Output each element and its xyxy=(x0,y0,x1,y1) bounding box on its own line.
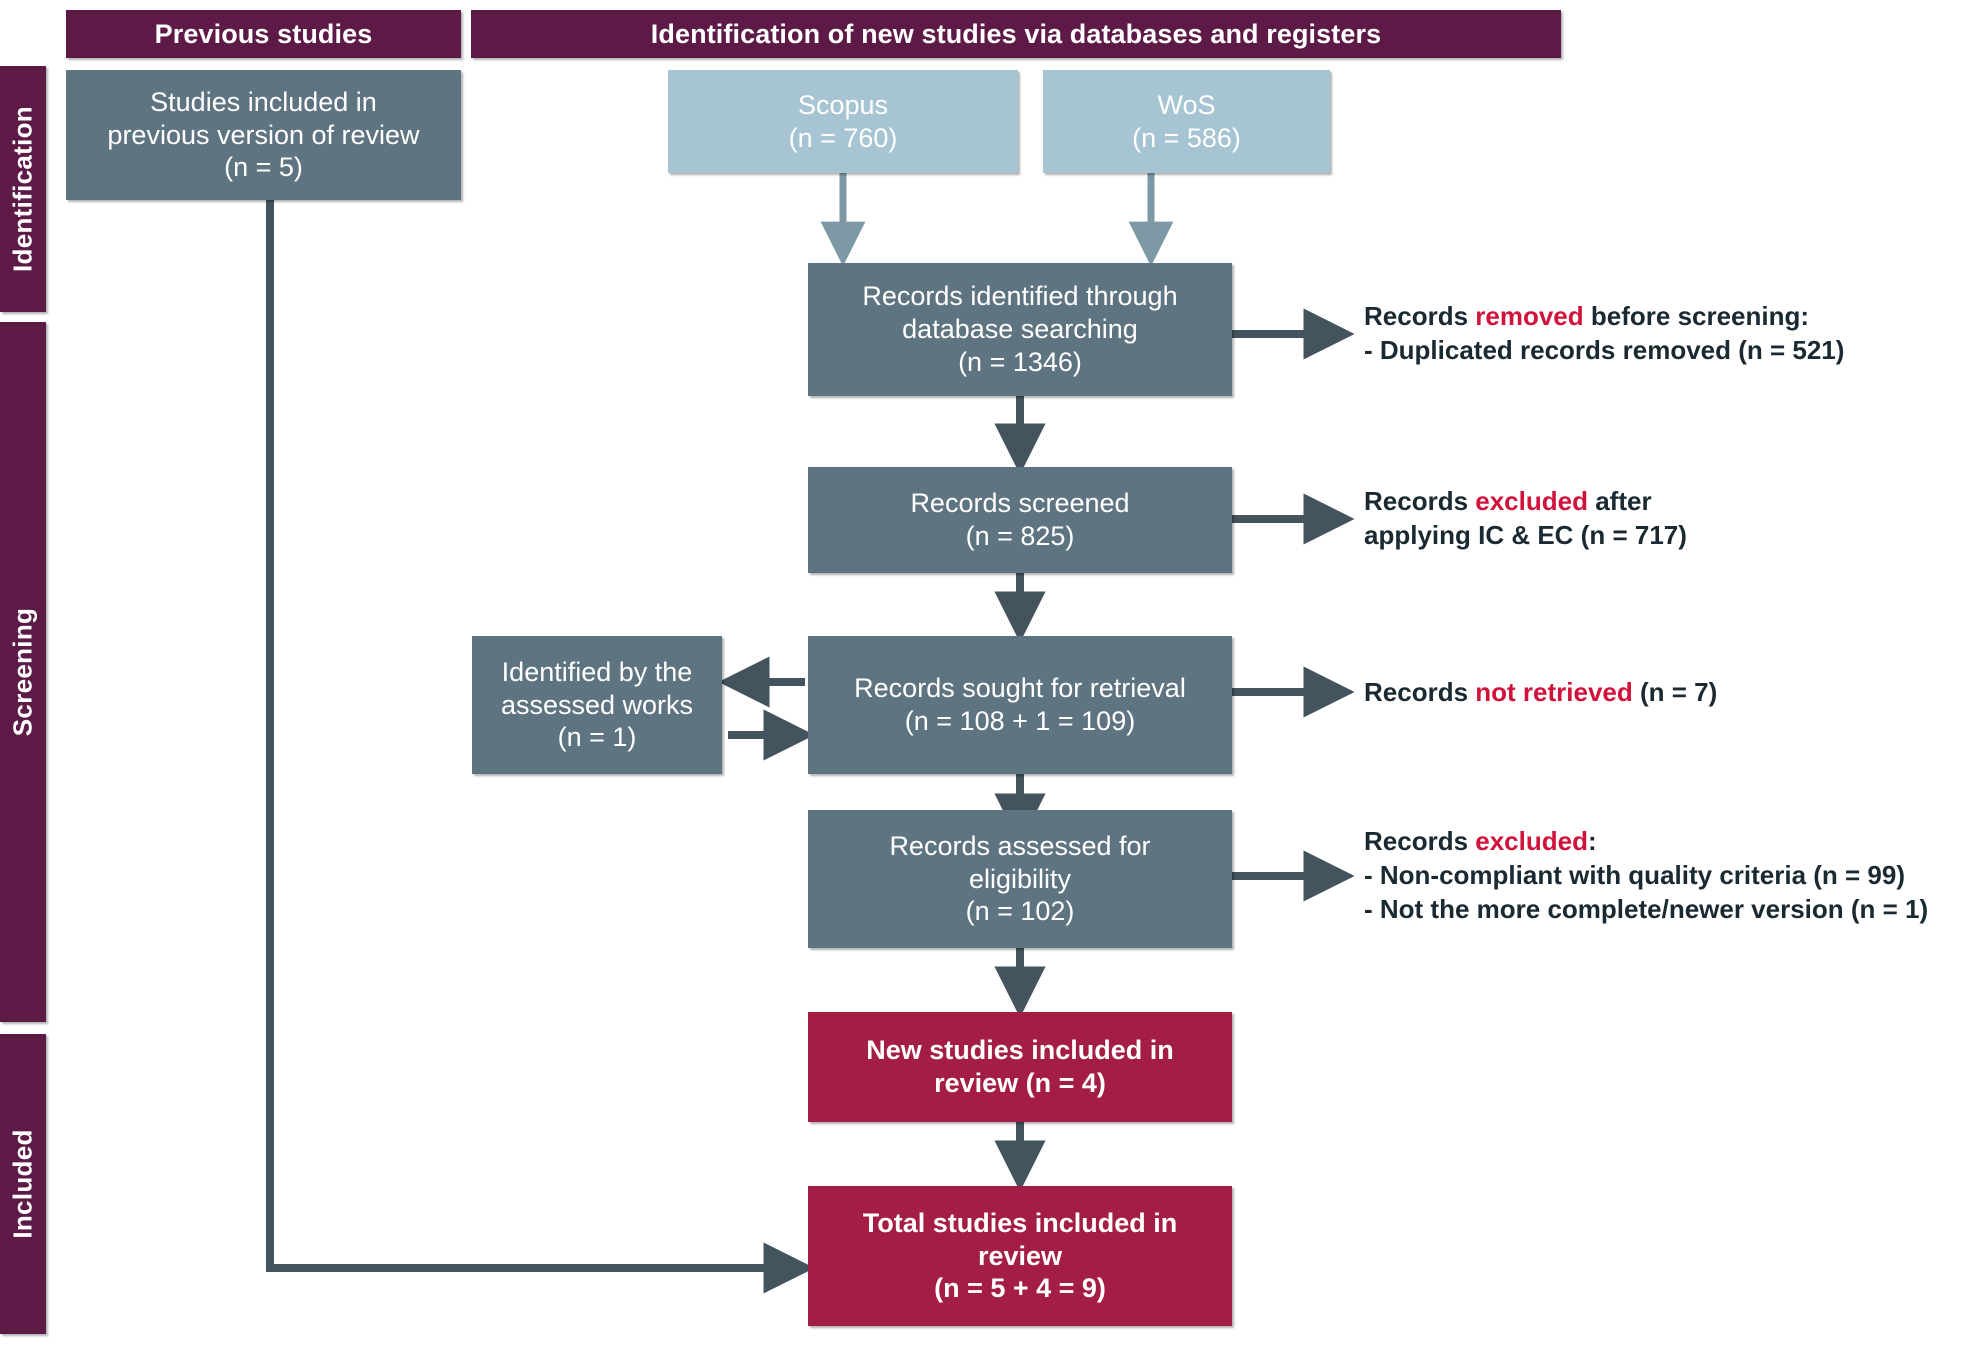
phase-band-identification-label: Identification xyxy=(7,106,38,272)
box-scopus: Scopus (n = 760) xyxy=(668,70,1018,173)
note-not-retrieved-highlight: not retrieved xyxy=(1475,677,1633,707)
box-total-studies-included: Total studies included in review (n = 5 … xyxy=(808,1186,1232,1326)
box-identified-by-assessed-works: Identified by the assessed works (n = 1) xyxy=(472,636,722,774)
note-excluded-elig-highlight: excluded xyxy=(1475,826,1588,856)
box-wos: WoS (n = 586) xyxy=(1043,70,1330,173)
box-records-identified: Records identified through database sear… xyxy=(808,263,1232,396)
note-excluded-elig-line1-post: : xyxy=(1587,826,1597,856)
note-removed-line1-post: before screening: xyxy=(1583,301,1810,331)
note-excluded-icec-line1-post: after xyxy=(1587,486,1652,516)
phase-band-included-label: Included xyxy=(7,1129,38,1239)
note-excluded-elig-line3: - Not the more complete/newer version (n… xyxy=(1364,893,1929,924)
note-removed-highlight: removed xyxy=(1475,301,1584,331)
note-removed-line1-pre: Records xyxy=(1364,301,1476,331)
phase-band-screening-label: Screening xyxy=(7,607,38,737)
phase-band-identification: Identification xyxy=(0,66,46,312)
note-excluded-icec-line1-pre: Records xyxy=(1364,486,1476,516)
header-previous-studies: Previous studies xyxy=(66,10,461,58)
note-records-excluded-eligibility: Records excluded: - Non-compliant with q… xyxy=(1364,825,1988,926)
phase-band-screening: Screening xyxy=(0,322,46,1022)
note-removed-line2: - Duplicated records removed (n = 521) xyxy=(1364,334,1845,365)
box-new-studies-included: New studies included in review (n = 4) xyxy=(808,1012,1232,1122)
box-records-sought-for-retrieval: Records sought for retrieval (n = 108 + … xyxy=(808,636,1232,774)
note-not-retrieved-line1-pre: Records xyxy=(1364,677,1476,707)
note-records-removed-before-screening: Records removed before screening: - Dupl… xyxy=(1364,300,1984,368)
box-records-screened: Records screened (n = 825) xyxy=(808,467,1232,573)
phase-band-included: Included xyxy=(0,1034,46,1334)
note-excluded-elig-line2: - Non-compliant with quality criteria (n… xyxy=(1364,859,1906,890)
note-excluded-icec-highlight: excluded xyxy=(1475,486,1588,516)
header-new-studies: Identification of new studies via databa… xyxy=(471,10,1561,58)
note-excluded-elig-line1-pre: Records xyxy=(1364,826,1476,856)
note-records-not-retrieved: Records not retrieved (n = 7) xyxy=(1364,676,1984,710)
box-records-assessed-for-eligibility: Records assessed for eligibility (n = 10… xyxy=(808,810,1232,948)
box-previous-version-studies: Studies included in previous version of … xyxy=(66,70,461,200)
note-excluded-icec-line2: applying IC & EC (n = 717) xyxy=(1364,519,1687,550)
note-not-retrieved-line1-post: (n = 7) xyxy=(1632,677,1718,707)
